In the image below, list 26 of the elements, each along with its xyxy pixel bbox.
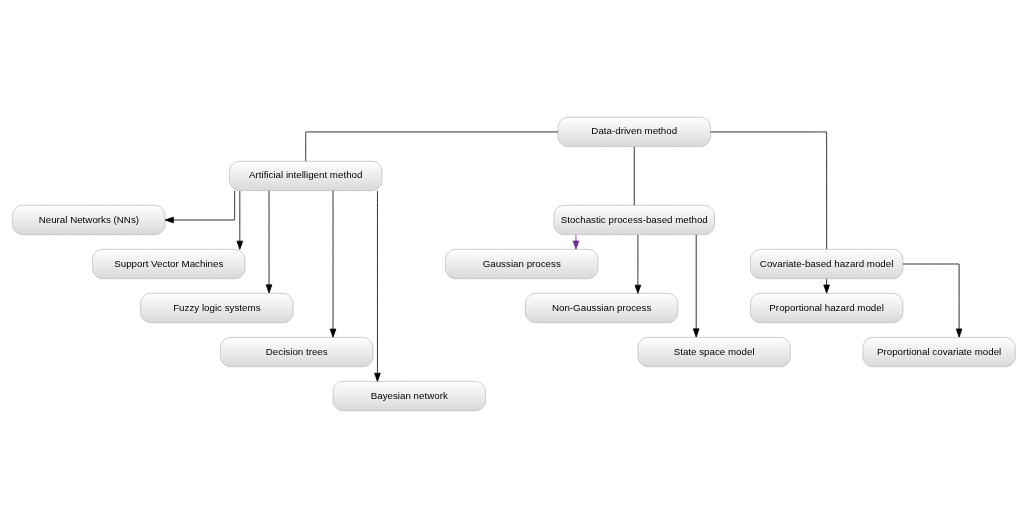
arrow	[572, 233, 580, 249]
arrow	[902, 263, 963, 338]
arrow	[236, 190, 244, 250]
arrow	[374, 189, 381, 382]
connector	[710, 131, 828, 249]
arrow	[692, 233, 700, 337]
node-box: Support Vector Machines	[92, 248, 246, 279]
node-box: Decision trees	[220, 336, 374, 367]
node-box: State space model	[637, 336, 791, 367]
arrow	[329, 189, 337, 338]
node-box: Neural Networks (NNs)	[12, 204, 166, 235]
node-box: Fuzzy logic systems	[140, 292, 294, 323]
node-box: Covariate-based hazard model	[750, 248, 904, 279]
arrow	[265, 189, 273, 293]
node-box: Proportional covariate model	[862, 336, 1016, 367]
node-box: Bayesian network	[332, 380, 486, 411]
node-box: Proportional hazard model	[750, 292, 904, 323]
arrow	[823, 278, 830, 294]
node-box: Gaussian process	[445, 248, 599, 279]
arrow	[634, 234, 642, 294]
node-box: Artificial intelligent method	[229, 160, 383, 191]
node-box: Non-Gaussian process	[525, 292, 679, 323]
arrow	[164, 189, 236, 223]
node-box: Data-driven method	[557, 116, 711, 147]
node-box: Stochastic process-based method	[553, 204, 715, 235]
connector	[305, 131, 559, 161]
